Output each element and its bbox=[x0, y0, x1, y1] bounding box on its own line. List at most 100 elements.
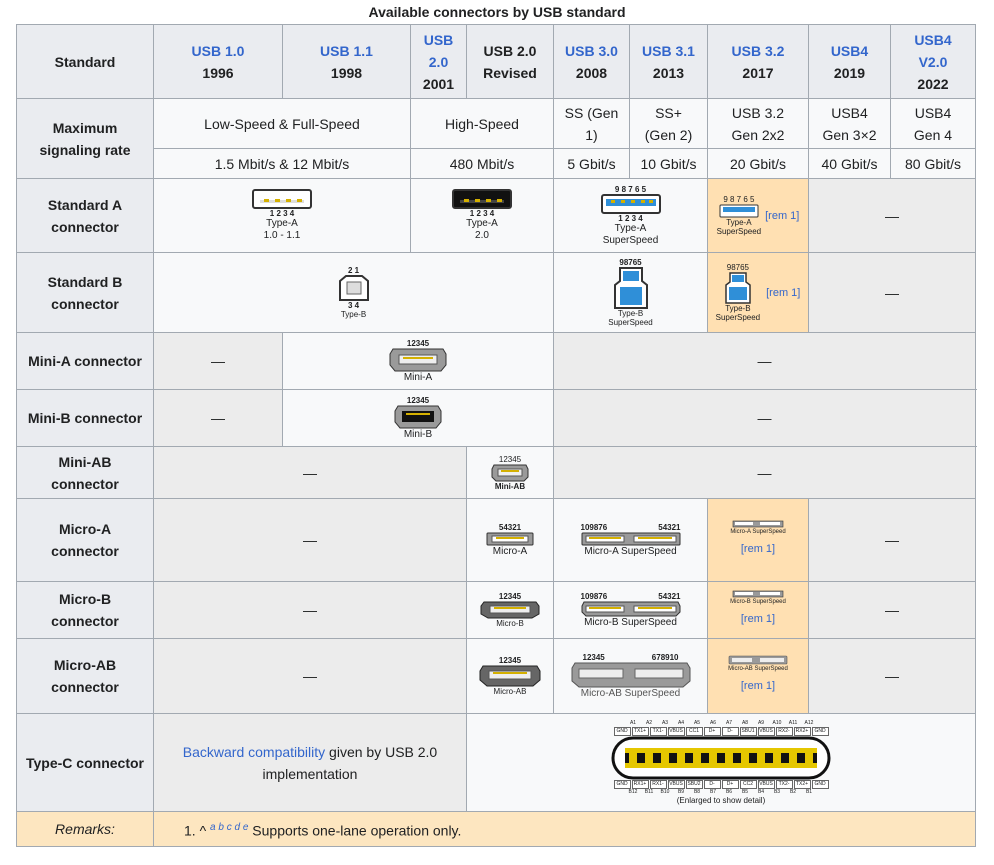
micro-a-row: Micro-A connector — 54321 Micro-A 109876… bbox=[16, 498, 976, 582]
type-c-top-id-8: A9 bbox=[757, 720, 765, 726]
usb4-v2-link[interactable]: USB4 V2.0 bbox=[914, 31, 952, 70]
micro-b-superspeed-small-icon bbox=[732, 590, 784, 598]
rem-1-link[interactable]: [rem 1] bbox=[740, 613, 776, 625]
type-b-icon bbox=[338, 275, 369, 301]
type-a-1-cell: 1 2 3 4 Type-A 1.0 - 1.1 bbox=[153, 178, 411, 253]
micro-a-na-2: — bbox=[808, 498, 976, 582]
type-c-top-id-5: A6 bbox=[709, 720, 717, 726]
type-c-top-pin-3: VBUS bbox=[667, 727, 685, 736]
usb-2-0-link[interactable]: USB 2.0 bbox=[423, 31, 454, 70]
type-c-bottom-id-7: B5 bbox=[741, 789, 749, 795]
type-a-white-icon bbox=[252, 189, 312, 209]
type-c-contact-b-10 bbox=[789, 758, 797, 763]
mini-a-pins: 12345 bbox=[406, 338, 430, 348]
type-c-top-id-2: A3 bbox=[661, 720, 669, 726]
micro-a-small-caption: Micro-A SuperSpeed bbox=[730, 529, 786, 535]
type-b-ss-small-cell: 98765 Type-B SuperSpeed [rem 1] bbox=[707, 252, 809, 333]
type-a-2-cell: 1 2 3 4 Type-A 2.0 bbox=[410, 178, 554, 253]
type-c-contact-b-5 bbox=[709, 758, 717, 763]
type-c-top-pin-6: D- bbox=[721, 727, 739, 736]
usb4-link[interactable]: USB4 bbox=[830, 42, 869, 59]
type-b-caption: Type-B bbox=[340, 310, 367, 319]
mini-b-row: Mini-B connector — 12345 Mini-B — bbox=[16, 389, 976, 447]
rate-gen4: 80 Gbit/s bbox=[890, 148, 976, 179]
type-c-bottom-id-1: B11 bbox=[644, 789, 654, 795]
type-c-contact-b-2 bbox=[661, 758, 669, 763]
standard-b-na: — bbox=[808, 252, 976, 333]
type-b-ss-caption: Type-B bbox=[617, 309, 644, 318]
micro-b-ss-pins-right: 54321 bbox=[658, 591, 681, 601]
backward-compatibility-link[interactable]: Backward compatibility bbox=[182, 743, 326, 760]
usb-3-2-link[interactable]: USB 3.2 bbox=[731, 42, 785, 59]
type-b-small-caption: Type-B bbox=[725, 304, 751, 313]
type-c-contact-t-6 bbox=[725, 753, 733, 758]
usb-1-0-link[interactable]: USB 1.0 bbox=[191, 42, 245, 59]
type-b-superspeed-small-icon bbox=[725, 272, 751, 304]
micro-b-row: Micro-B connector — 12345 Micro-B 109876… bbox=[16, 581, 976, 639]
type-a-ss-top-pins: 9 8 7 6 5 bbox=[614, 184, 647, 194]
type-a-superspeed-icon bbox=[600, 193, 661, 214]
standard-a-row: Standard A connector 1 2 3 4 Type-A 1.0 … bbox=[16, 178, 976, 253]
micro-b-pins: 12345 bbox=[498, 592, 522, 601]
rem-1-link[interactable]: [rem 1] bbox=[740, 680, 776, 692]
type-c-top-id-4: A5 bbox=[693, 720, 701, 726]
type-c-bottom-pin-0: GND bbox=[613, 780, 631, 789]
type-c-contact-t-10 bbox=[789, 753, 797, 758]
type-c-top-id-10: A11 bbox=[788, 720, 798, 726]
standard-b-row: Standard B connector 2 1 3 4 Type-B 9876… bbox=[16, 252, 976, 333]
rate-high: 480 Mbit/s bbox=[410, 148, 554, 179]
standard-a-label: Standard A connector bbox=[16, 178, 154, 253]
type-c-top-pin-7: SBU1 bbox=[739, 727, 757, 736]
usb-1-1-link[interactable]: USB 1.1 bbox=[320, 42, 373, 59]
type-c-contact-t-9 bbox=[773, 753, 781, 758]
type-c-top-id-7: A8 bbox=[741, 720, 749, 726]
standard-a-na: — bbox=[808, 178, 976, 253]
mini-a-row: Mini-A connector — 12345 Mini-A — bbox=[16, 332, 976, 390]
micro-b-small-caption: Micro-B SuperSpeed bbox=[730, 599, 786, 605]
usb-3-0-link[interactable]: USB 3.0 bbox=[565, 42, 618, 59]
type-c-contact-t-4 bbox=[693, 753, 701, 758]
type-c-bottom-id-4: B8 bbox=[693, 789, 701, 795]
remark-backlinks[interactable]: a b c d e bbox=[210, 821, 249, 833]
rem-1-link[interactable]: [rem 1] bbox=[765, 209, 800, 222]
type-b-cell: 2 1 3 4 Type-B bbox=[153, 252, 554, 333]
type-b-ss-cell: 98765 Type-B SuperSpeed bbox=[553, 252, 708, 333]
mini-ab-pins: 12345 bbox=[498, 454, 522, 464]
type-c-contact-b-11 bbox=[805, 758, 813, 763]
rem-1-link[interactable]: [rem 1] bbox=[740, 543, 776, 555]
type-b-small-sub: SuperSpeed bbox=[715, 313, 761, 322]
remarks-row: Remarks: 1. ^ a b c d e Supports one-lan… bbox=[16, 811, 976, 847]
type-c-top-pin-11: GND bbox=[811, 727, 829, 736]
mode-gen3x2: USB4 Gen 3×2 bbox=[808, 98, 891, 149]
type-c-top-pin-0: GND bbox=[613, 727, 631, 736]
micro-b-icon bbox=[480, 601, 540, 619]
micro-a-cell: 54321 Micro-A bbox=[466, 498, 554, 582]
rate-gen3x2: 40 Gbit/s bbox=[808, 148, 891, 179]
type-c-bottom-id-2: B10 bbox=[660, 789, 670, 795]
type-a-small-pins: 9 8 7 6 5 bbox=[723, 195, 755, 204]
version-usb-2-0-revised: USB 2.0 Revised bbox=[466, 24, 554, 99]
rem-1-link[interactable]: [rem 1] bbox=[766, 286, 801, 299]
type-c-contact-b-9 bbox=[773, 758, 781, 763]
micro-a-ss-pins-left: 109876 bbox=[580, 522, 608, 532]
mode-ss-plus: SS+ (Gen 2) bbox=[629, 98, 708, 149]
type-b-ss-sub: SuperSpeed bbox=[608, 318, 653, 327]
type-c-bottom-id-10: B2 bbox=[789, 789, 797, 795]
type-a-superspeed-small-icon bbox=[719, 204, 759, 218]
micro-ab-cell: 12345 Micro-AB bbox=[466, 638, 554, 714]
type-c-bottom-pin-7: CC2 bbox=[739, 780, 757, 789]
mini-b-caption: Mini-B bbox=[403, 428, 433, 440]
micro-ab-superspeed-small-icon bbox=[728, 655, 788, 665]
mini-a-na-2: — bbox=[553, 332, 976, 390]
type-a-1-pins: 1 2 3 4 bbox=[269, 209, 295, 218]
micro-a-superspeed-icon bbox=[581, 532, 680, 545]
usb-3-1-link[interactable]: USB 3.1 bbox=[642, 42, 695, 59]
